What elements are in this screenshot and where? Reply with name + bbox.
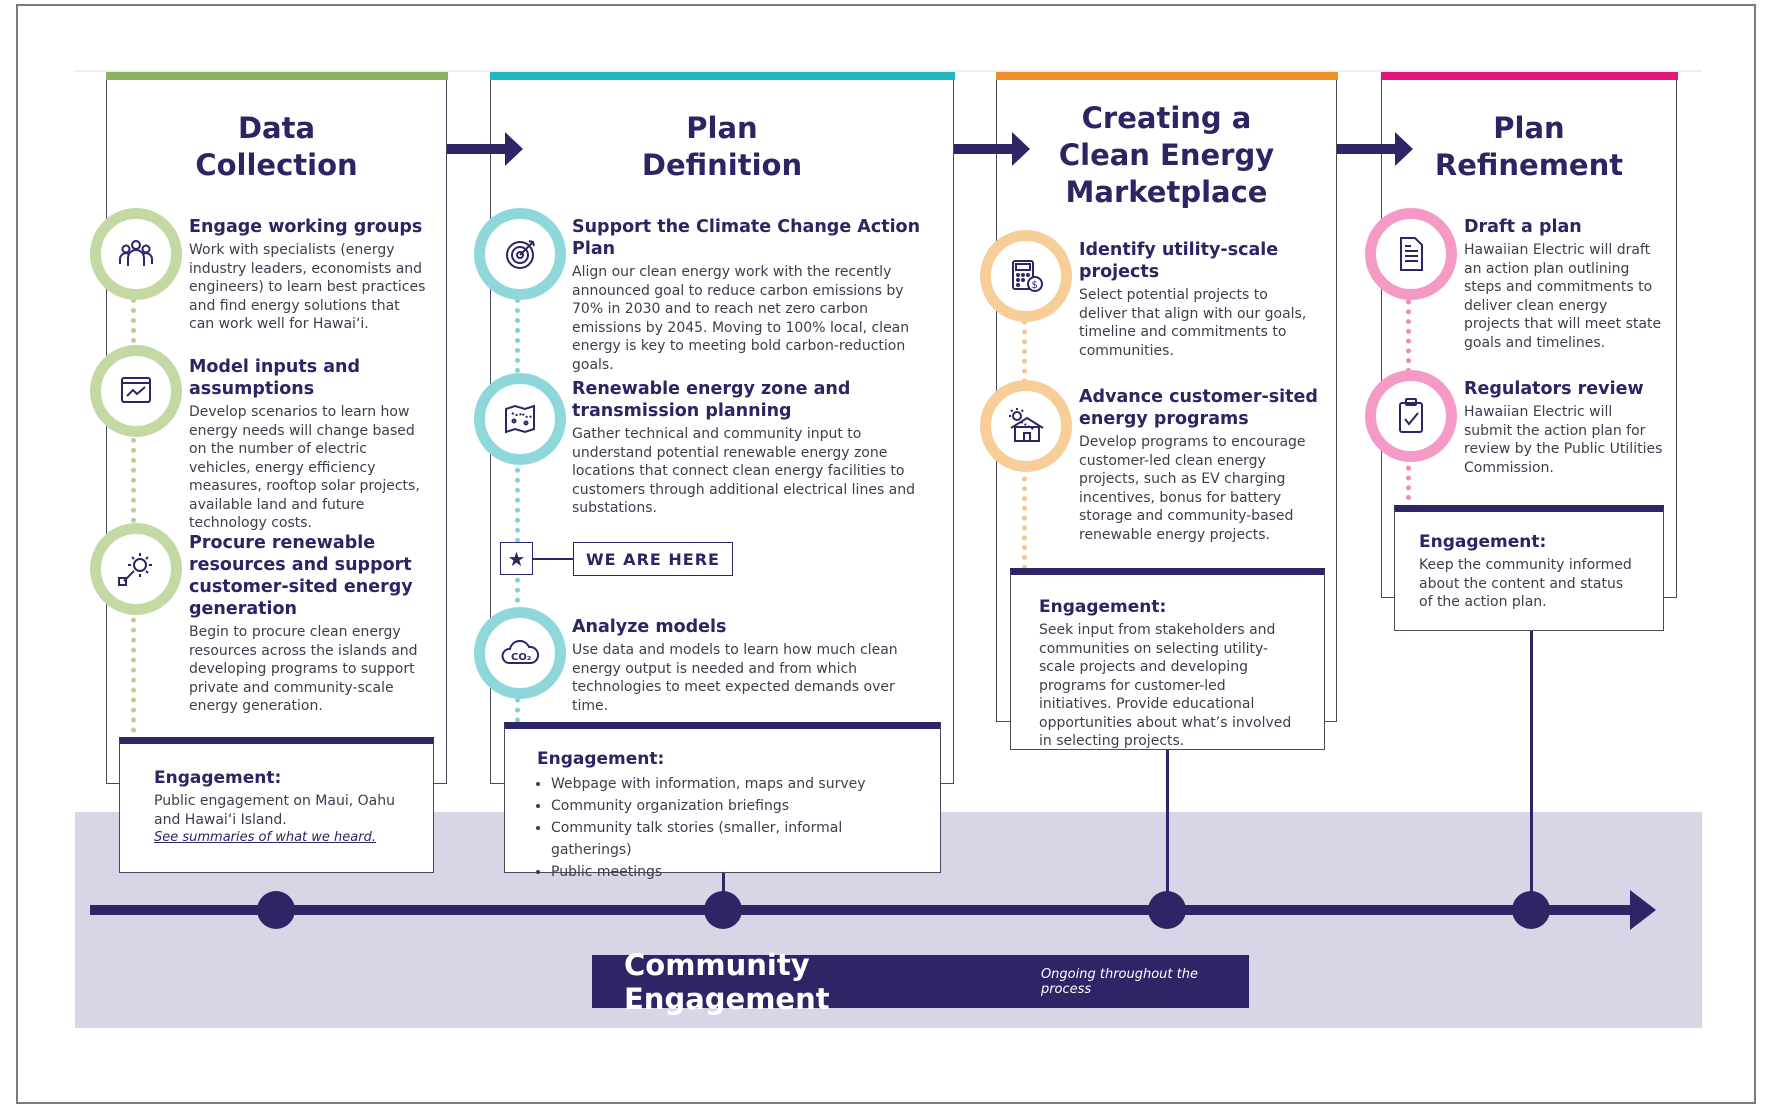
community-engagement-label: Community Engagement Ongoing throughout … bbox=[592, 948, 1249, 1016]
engagement-bullet-list: Webpage with information, maps and surve… bbox=[537, 773, 908, 883]
engagement-box-refinement: Engagement: Keep the community informed … bbox=[1394, 505, 1664, 631]
item-analyze-models: Analyze models Use data and models to le… bbox=[572, 616, 930, 715]
target-icon bbox=[474, 208, 566, 300]
timeline-node bbox=[1148, 891, 1186, 929]
solar-house-icon bbox=[980, 380, 1072, 472]
item-title: Model inputs and assumptions bbox=[189, 357, 361, 399]
map-icon bbox=[474, 373, 566, 465]
timeline-line bbox=[90, 905, 1650, 915]
community-engagement-title: Community Engagement bbox=[624, 947, 830, 1016]
item-title: Regulators review bbox=[1464, 379, 1644, 399]
engagement-description: Keep the community informed about the co… bbox=[1419, 557, 1632, 610]
community-engagement-subtitle: Ongoing throughout the process bbox=[1040, 966, 1198, 997]
arrow-right-icon bbox=[954, 132, 1030, 166]
dotted-connector bbox=[131, 278, 136, 733]
item-regulators-review: Regulators review Hawaiian Electric will… bbox=[1464, 378, 1664, 477]
item-description: Gather technical and community input to … bbox=[572, 426, 916, 516]
item-title: Support the Climate Change Action Plan bbox=[572, 217, 921, 259]
item-title: Procure renewable resources and support … bbox=[189, 533, 413, 619]
timeline-node bbox=[704, 891, 742, 929]
timeline-connector bbox=[1530, 631, 1533, 909]
item-description: Hawaiian Electric will draft an action p… bbox=[1464, 242, 1662, 351]
item-draft-a-plan: Draft a plan Hawaiian Electric will draf… bbox=[1464, 216, 1664, 352]
engagement-title: Engagement: bbox=[1039, 597, 1167, 617]
clipboard-check-icon bbox=[1365, 370, 1457, 462]
engagement-box-marketplace: Engagement: Seek input from stakeholders… bbox=[1010, 568, 1325, 750]
engagement-bullet: Community organization briefings bbox=[551, 795, 908, 817]
top-rule bbox=[75, 70, 1702, 72]
arrow-right-icon bbox=[1337, 132, 1413, 166]
svg-text:$: $ bbox=[1032, 280, 1038, 291]
engagement-bullet: Community talk stories (smaller, informa… bbox=[551, 817, 908, 861]
item-title: Renewable energy zone and transmission p… bbox=[572, 379, 851, 421]
column-accent-bar bbox=[1380, 72, 1678, 80]
item-model-inputs: Model inputs and assumptions Develop sce… bbox=[189, 356, 429, 533]
engagement-box-plan-definition: Engagement: Webpage with information, ma… bbox=[504, 722, 941, 880]
people-group-icon bbox=[90, 208, 182, 300]
item-customer-sited-programs: Advance customer-sited energy programs D… bbox=[1079, 386, 1319, 544]
item-description: Develop scenarios to learn how energy ne… bbox=[189, 404, 420, 531]
see-summaries-link[interactable]: See summaries of what we heard. bbox=[154, 830, 376, 845]
item-description: Begin to procure clean energy resources … bbox=[189, 624, 418, 714]
item-climate-action-plan: Support the Climate Change Action Plan A… bbox=[572, 216, 930, 374]
column-accent-bar bbox=[105, 72, 448, 80]
engagement-bullet: Webpage with information, maps and surve… bbox=[551, 773, 908, 795]
item-description: Develop programs to encourage customer-l… bbox=[1079, 434, 1306, 543]
we-are-here-label: WE ARE HERE bbox=[573, 542, 733, 576]
item-title: Analyze models bbox=[572, 617, 727, 637]
column-accent-bar bbox=[489, 72, 955, 80]
item-description: Work with specialists (energy industry l… bbox=[189, 242, 426, 332]
chart-monitor-icon bbox=[90, 345, 182, 437]
item-engage-working-groups: Engage working groups Work with speciali… bbox=[189, 216, 429, 334]
item-renewable-energy-zone: Renewable energy zone and transmission p… bbox=[572, 378, 920, 518]
engagement-title: Engagement: bbox=[537, 749, 665, 769]
engagement-box-data-collection: Engagement: Public engagement on Maui, O… bbox=[119, 737, 434, 873]
item-description: Align our clean energy work with the rec… bbox=[572, 264, 910, 373]
engagement-bullet: Public meetings bbox=[551, 861, 908, 883]
engagement-description: Seek input from stakeholders and communi… bbox=[1039, 622, 1292, 749]
svg-text:CO₂: CO₂ bbox=[511, 652, 531, 663]
star-icon: ★ bbox=[500, 542, 533, 575]
calculator-dollar-icon: $ bbox=[980, 230, 1072, 322]
column-accent-bar bbox=[995, 72, 1338, 80]
item-title: Identify utility-scale projects bbox=[1079, 240, 1279, 282]
item-title: Draft a plan bbox=[1464, 217, 1582, 237]
timeline-arrowhead-icon bbox=[1630, 890, 1656, 930]
item-description: Select potential projects to deliver tha… bbox=[1079, 287, 1307, 359]
engagement-description: Public engagement on Maui, Oahu and Hawa… bbox=[154, 793, 395, 828]
arrow-right-icon bbox=[447, 132, 523, 166]
timeline-node bbox=[257, 891, 295, 929]
engagement-title: Engagement: bbox=[154, 768, 282, 788]
item-title: Advance customer-sited energy programs bbox=[1079, 387, 1318, 429]
item-title: Engage working groups bbox=[189, 217, 423, 237]
item-utility-scale-projects: Identify utility-scale projects Select p… bbox=[1079, 239, 1319, 360]
document-icon bbox=[1365, 208, 1457, 300]
timeline-node bbox=[1512, 891, 1550, 929]
engagement-title: Engagement: bbox=[1419, 532, 1547, 552]
marker-connector bbox=[533, 558, 573, 560]
timeline-connector bbox=[1166, 750, 1169, 910]
item-description: Use data and models to learn how much cl… bbox=[572, 642, 898, 714]
sun-plug-icon bbox=[90, 523, 182, 615]
dotted-connector bbox=[515, 278, 520, 723]
co2-cloud-icon: CO₂ bbox=[474, 607, 566, 699]
item-procure-renewable: Procure renewable resources and support … bbox=[189, 532, 429, 716]
item-description: Hawaiian Electric will submit the action… bbox=[1464, 404, 1663, 476]
